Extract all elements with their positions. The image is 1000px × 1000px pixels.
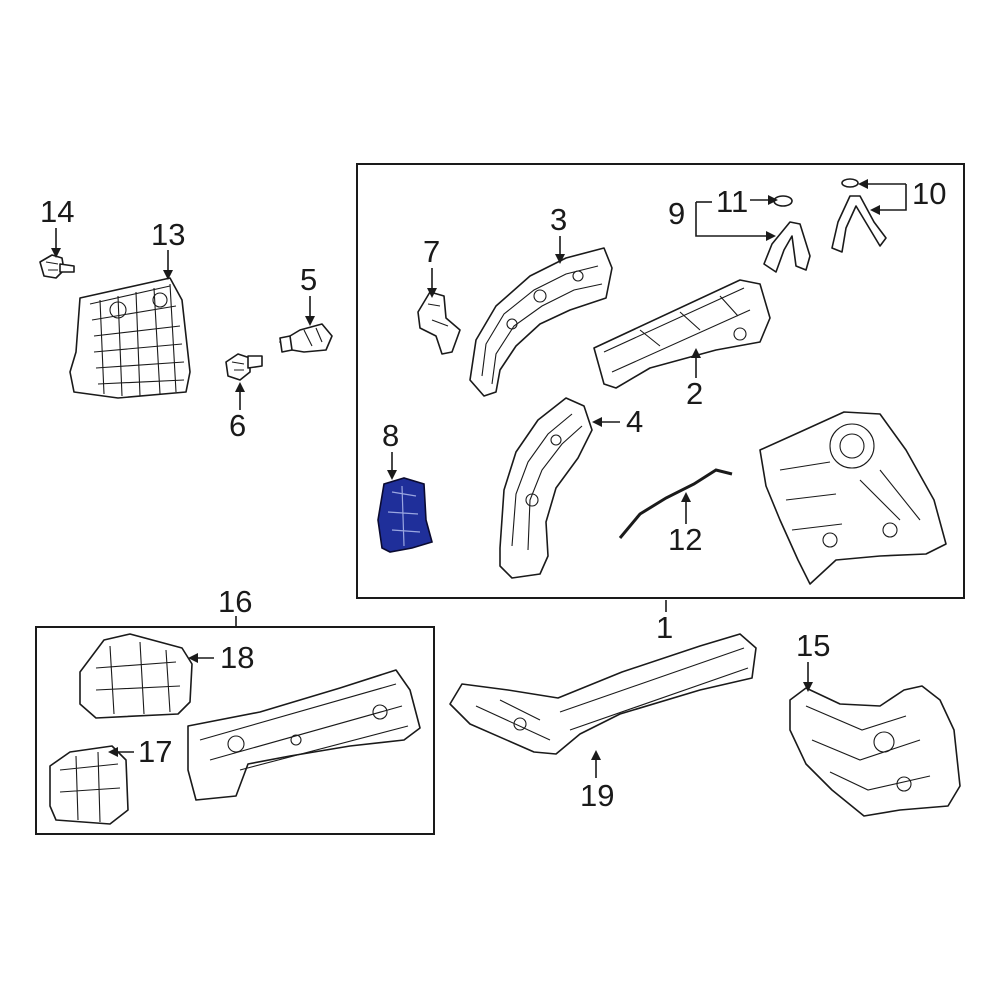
callout-15[interactable]: 15 bbox=[796, 628, 830, 663]
leader-lines bbox=[51, 179, 907, 778]
callout-7[interactable]: 7 bbox=[423, 234, 440, 269]
part-18-bracket[interactable] bbox=[79, 633, 193, 719]
part-4-apron-panel[interactable] bbox=[499, 397, 593, 579]
part-14-bolt[interactable] bbox=[39, 254, 75, 279]
part-6-bolt[interactable] bbox=[225, 353, 263, 381]
part-12-seal-strip[interactable] bbox=[618, 468, 733, 539]
callout-14[interactable]: 14 bbox=[40, 194, 74, 229]
callout-6[interactable]: 6 bbox=[229, 408, 246, 443]
callout-labels: 14 13 5 6 7 3 2 4 8 12 11 9 10 1 16 18 1… bbox=[40, 176, 946, 813]
callout-17[interactable]: 17 bbox=[138, 734, 172, 769]
callout-9[interactable]: 9 bbox=[668, 196, 685, 231]
callout-11[interactable]: 11 bbox=[716, 184, 748, 219]
callout-12[interactable]: 12 bbox=[668, 522, 702, 557]
part-2-rail[interactable] bbox=[593, 279, 771, 389]
part-15-wheelhouse-panel[interactable] bbox=[789, 685, 961, 817]
assembly-16-frame bbox=[35, 626, 435, 835]
callout-5[interactable]: 5 bbox=[300, 262, 317, 297]
assembly-1-frame bbox=[356, 163, 965, 599]
part-5-bracket[interactable] bbox=[279, 323, 333, 353]
callout-18[interactable]: 18 bbox=[220, 640, 254, 675]
part-8-highlighted-bracket[interactable] bbox=[377, 477, 433, 553]
part-16-frame-rail[interactable] bbox=[187, 669, 421, 801]
part-7-bracket[interactable] bbox=[417, 291, 461, 355]
callout-8[interactable]: 8 bbox=[382, 418, 399, 453]
part-9-strap[interactable] bbox=[763, 221, 811, 273]
callout-19[interactable]: 19 bbox=[580, 778, 614, 813]
part-8-body bbox=[377, 477, 433, 553]
callout-13[interactable]: 13 bbox=[151, 217, 185, 252]
part-19-long-rail[interactable] bbox=[449, 633, 757, 755]
part-11-washer[interactable] bbox=[773, 195, 793, 207]
callout-2[interactable]: 2 bbox=[686, 376, 703, 411]
callout-4[interactable]: 4 bbox=[626, 404, 643, 439]
part-10-strap[interactable] bbox=[831, 178, 887, 253]
part-3-apron-reinforcement[interactable] bbox=[469, 247, 613, 397]
callout-1[interactable]: 1 bbox=[656, 610, 673, 645]
callout-16[interactable]: 16 bbox=[218, 584, 252, 619]
part-17-bracket[interactable] bbox=[49, 745, 129, 825]
part-13-duct-panel[interactable] bbox=[69, 277, 191, 399]
part-1-wheelhouse-assembly[interactable] bbox=[759, 411, 947, 585]
callout-3[interactable]: 3 bbox=[550, 202, 567, 237]
callout-10[interactable]: 10 bbox=[912, 176, 946, 211]
